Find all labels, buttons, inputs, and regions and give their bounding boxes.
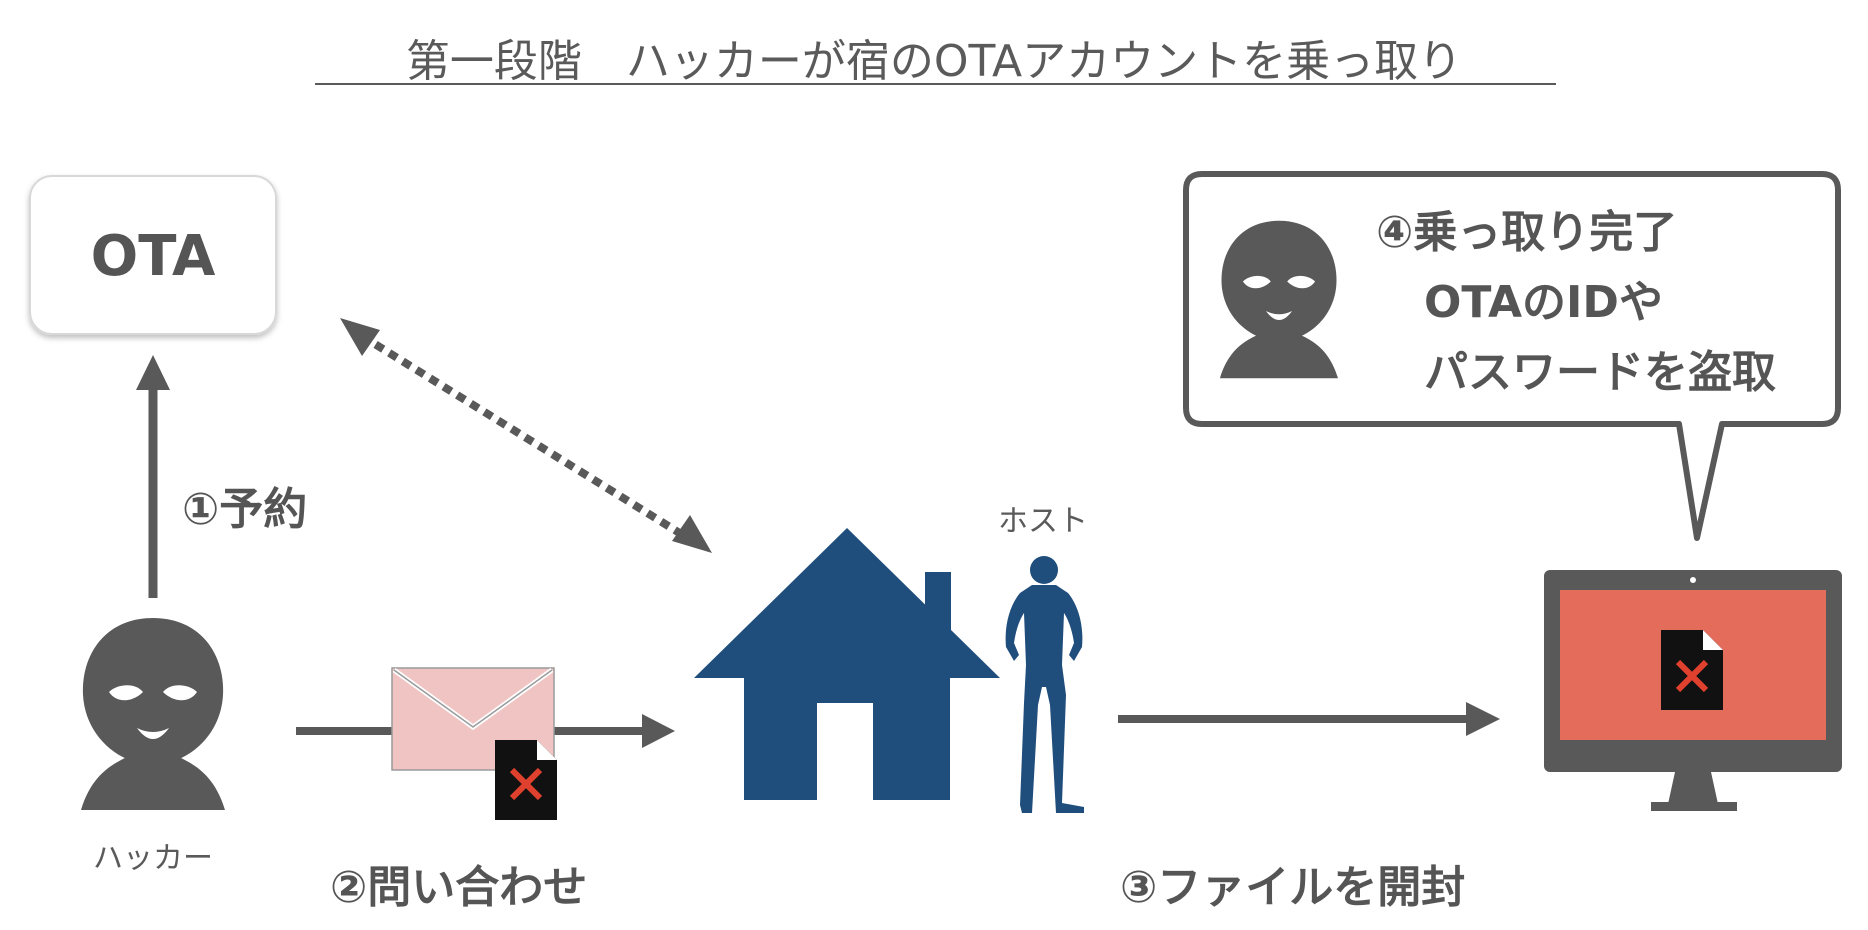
arrow-reserve	[136, 355, 170, 598]
speech-bubble	[1183, 171, 1841, 541]
host-person-icon	[1005, 556, 1084, 813]
step-inquiry-label: ②問い合わせ	[330, 862, 587, 913]
page-title: 第一段階 ハッカーが宿のOTAアカウントを乗っ取り	[406, 36, 1462, 87]
step-open-file-label: ③ファイルを開封	[1120, 862, 1465, 913]
ota-box: OTA	[29, 175, 277, 335]
hacker-icon	[81, 618, 225, 810]
dotted-double-arrow	[340, 318, 712, 553]
step-reserve-label: ①予約	[182, 484, 307, 535]
speech-line-2: OTAのIDや	[1424, 277, 1663, 328]
speech-line-3: パスワードを盗取	[1424, 347, 1776, 398]
host-caption: ホスト	[998, 504, 1088, 539]
ota-label: OTA	[91, 224, 216, 289]
infected-file-icon	[1661, 630, 1723, 710]
hacker-caption: ハッカー	[93, 841, 213, 876]
arrow-open-file	[1118, 702, 1500, 736]
hacker-in-bubble-icon	[1219, 220, 1339, 379]
house-icon	[694, 528, 1000, 800]
speech-line-1: ④乗っ取り完了	[1376, 207, 1677, 258]
malicious-file-icon	[495, 740, 557, 820]
